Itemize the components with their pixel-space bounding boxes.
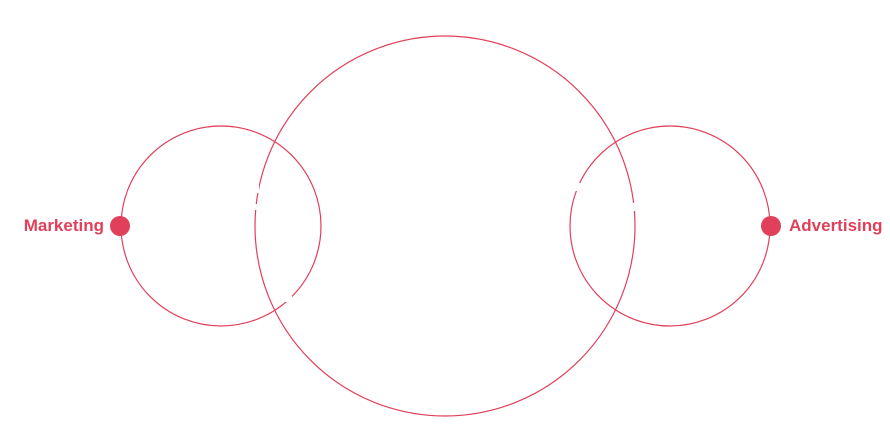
advertising-marker-dot bbox=[761, 216, 781, 236]
marketing-label: Marketing bbox=[23, 216, 104, 235]
gap-left-upper bbox=[253, 185, 259, 193]
gap-left-lower bbox=[284, 296, 292, 302]
gap-left-mid bbox=[252, 204, 258, 210]
center-circle bbox=[254, 35, 636, 417]
advertising-label: Advertising bbox=[789, 216, 883, 235]
circle-group bbox=[120, 35, 771, 417]
gap-right-mid bbox=[631, 203, 637, 211]
marketing-marker-dot bbox=[110, 216, 130, 236]
right-circle bbox=[569, 125, 771, 327]
line-gaps bbox=[252, 183, 637, 302]
gap-right-upper bbox=[575, 183, 581, 191]
